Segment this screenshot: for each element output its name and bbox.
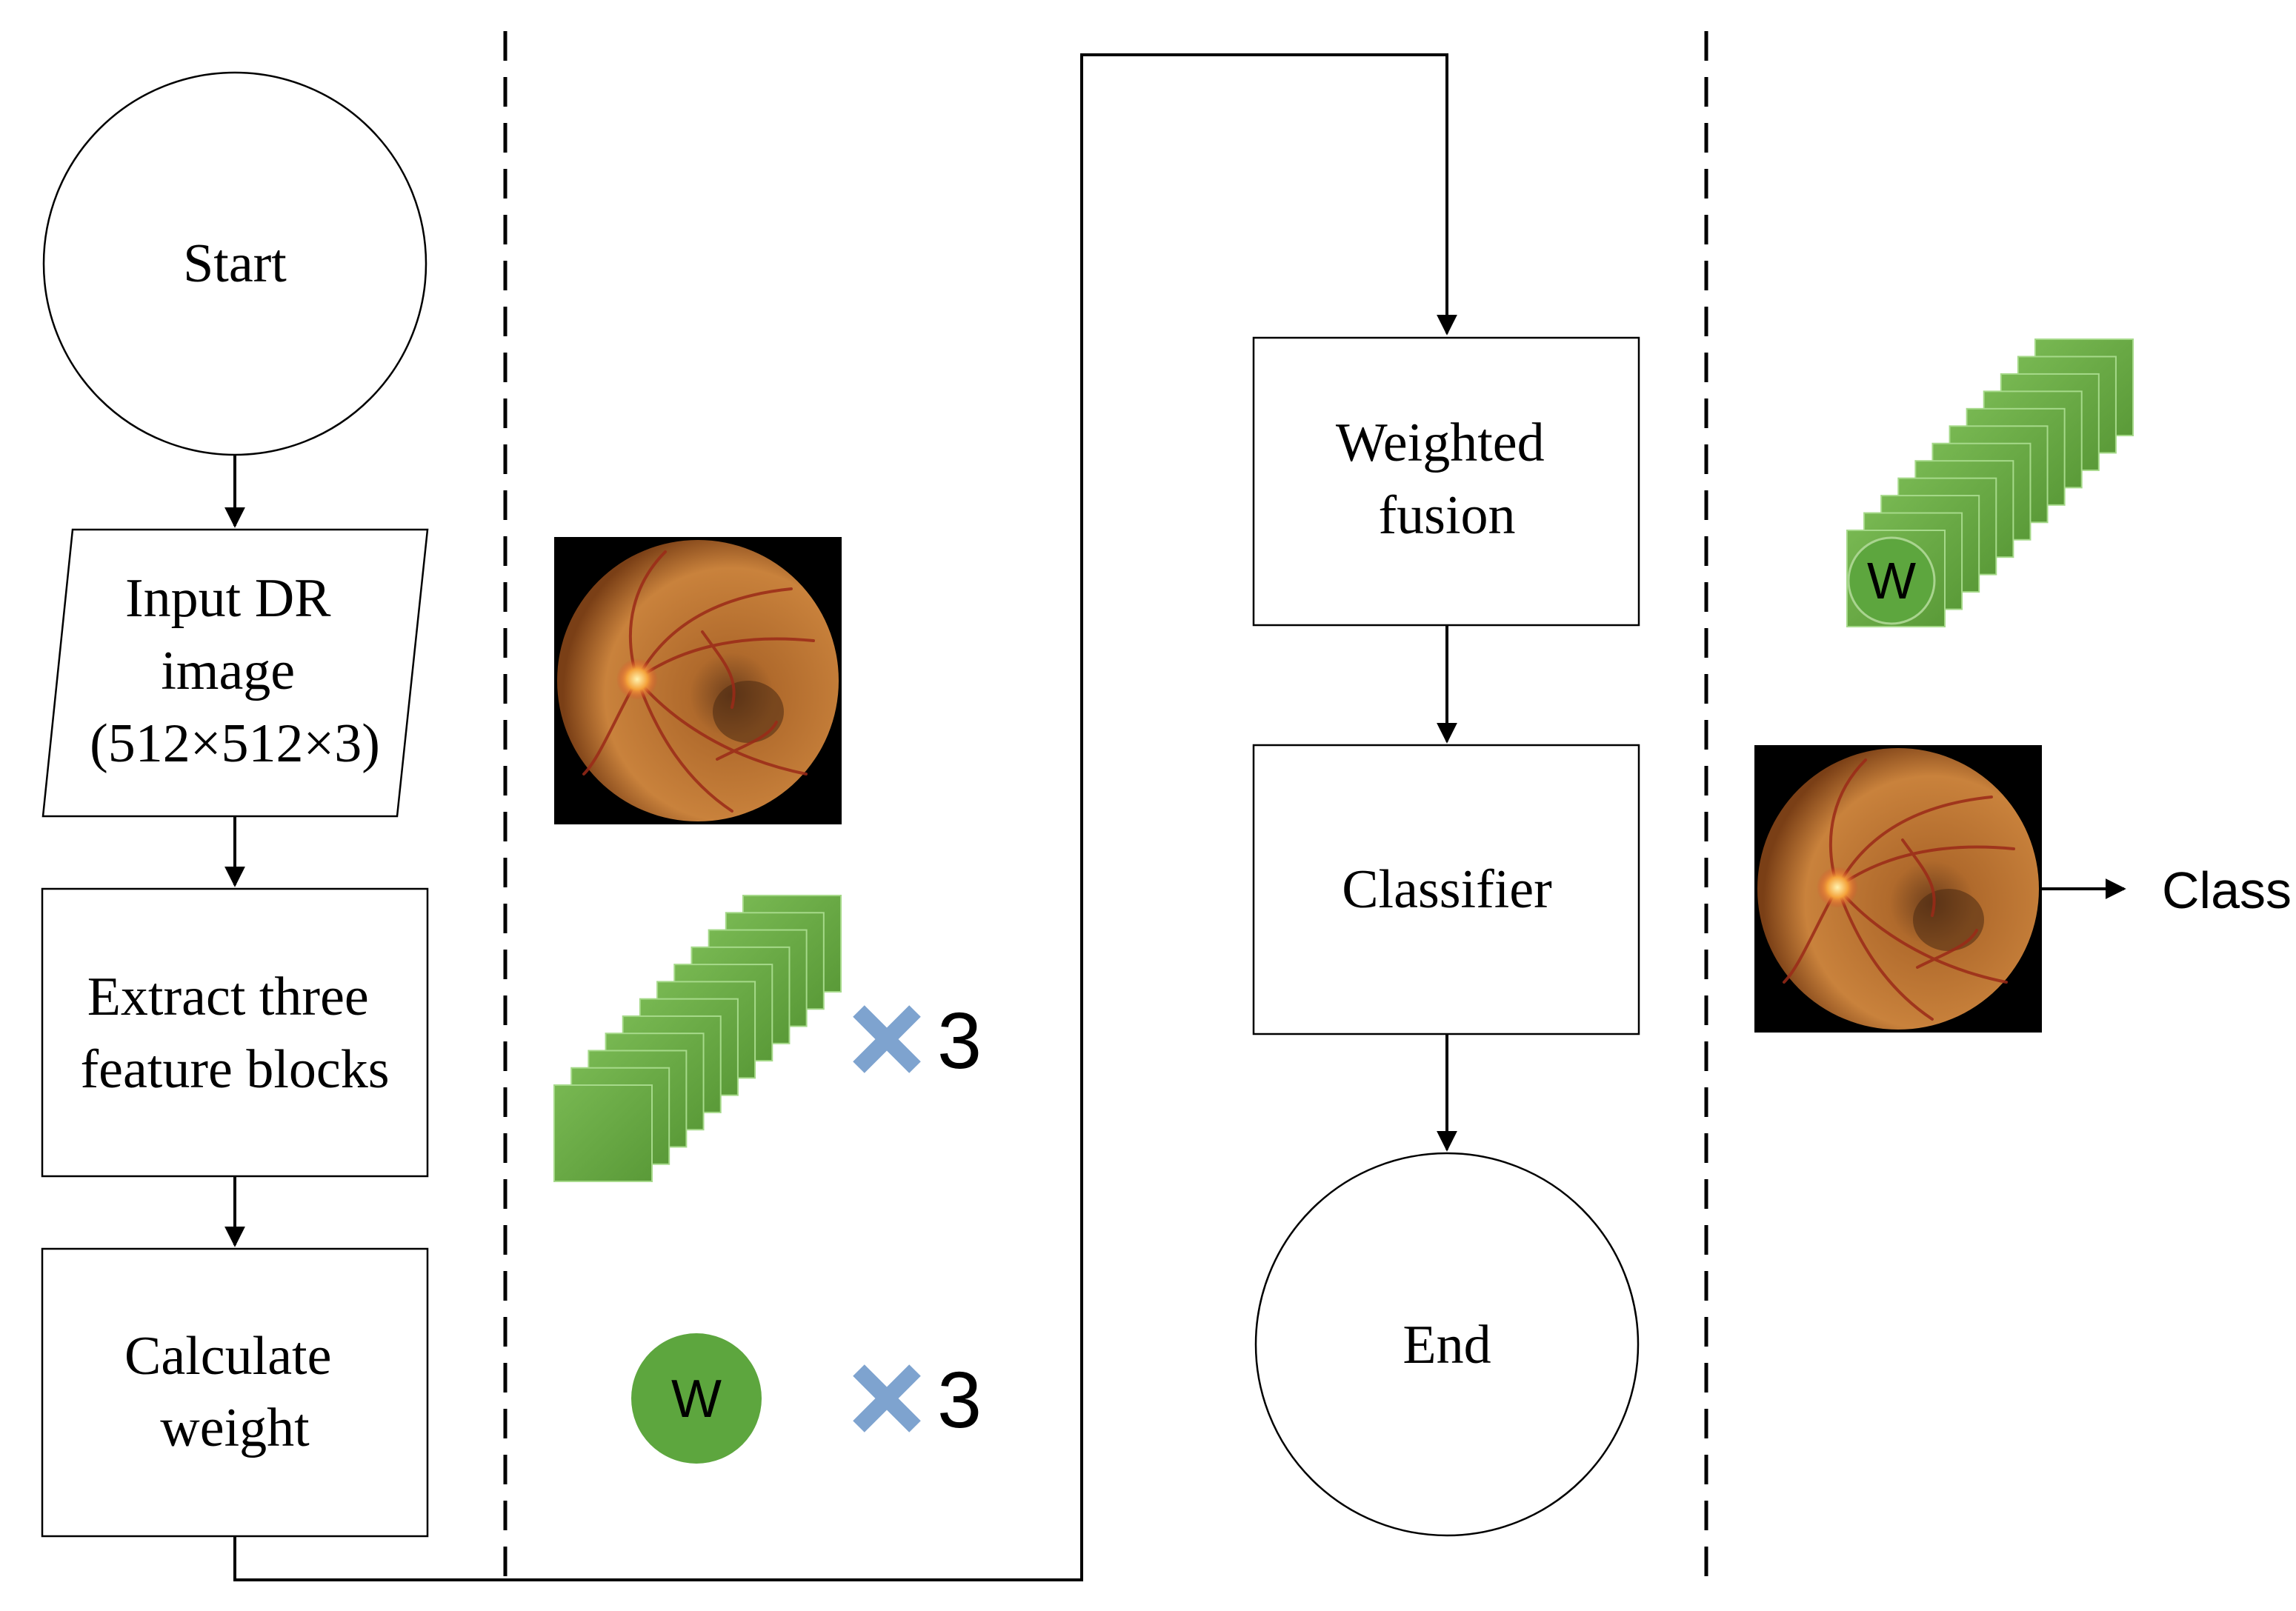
input-label-line-2: image [161, 641, 295, 701]
extract-label: Extract three feature blocks [80, 967, 389, 1100]
calculate-node [41, 1247, 429, 1538]
multiplier-weights: 3 [937, 1355, 982, 1444]
connector-calculate-to-fusion [233, 53, 1457, 1581]
classifier-label: Classifier [1342, 859, 1552, 920]
multiplier-feature-blocks: 3 [937, 995, 982, 1085]
input-label-line-3: (512×512×3) [90, 713, 380, 774]
classifier-node [1252, 744, 1640, 1035]
end-node [1254, 1152, 1640, 1537]
output-fundus-image [1753, 744, 2043, 1034]
svg-text:W: W [1867, 552, 1916, 610]
feature-map-stack-icon [553, 895, 842, 1182]
extract-label-line-2: feature blocks [80, 1039, 389, 1100]
start-label: Start [183, 233, 287, 294]
end-label: End [1402, 1315, 1491, 1375]
class-label: Class [2162, 861, 2292, 919]
fusion-node [1252, 336, 1640, 627]
svg-text:W: W [671, 1370, 722, 1429]
fusion-label-line-2: fusion [1379, 485, 1516, 546]
input-fundus-image [553, 536, 843, 826]
feature-map-sheet [553, 1084, 653, 1182]
multiply-cross-icon [853, 1005, 921, 1073]
extract-node [41, 887, 429, 1178]
input-label-line-1: Input DR [125, 568, 331, 629]
input-node [41, 528, 429, 818]
calculate-label-line-1: Calculate [124, 1326, 331, 1387]
weight-circle-icon: W [631, 1333, 762, 1464]
extract-label-line-1: Extract three [87, 967, 369, 1027]
input-label: Input DR image (512×512×3) [90, 568, 380, 774]
multiply-cross-icon [853, 1364, 921, 1432]
weight-circle-icon: W [1847, 536, 1936, 625]
calculate-label-line-2: weight [160, 1398, 310, 1458]
calculate-label: Calculate weight [124, 1326, 345, 1458]
fusion-label: Weighted fusion [1336, 413, 1558, 546]
fusion-label-line-1: Weighted [1336, 413, 1545, 473]
